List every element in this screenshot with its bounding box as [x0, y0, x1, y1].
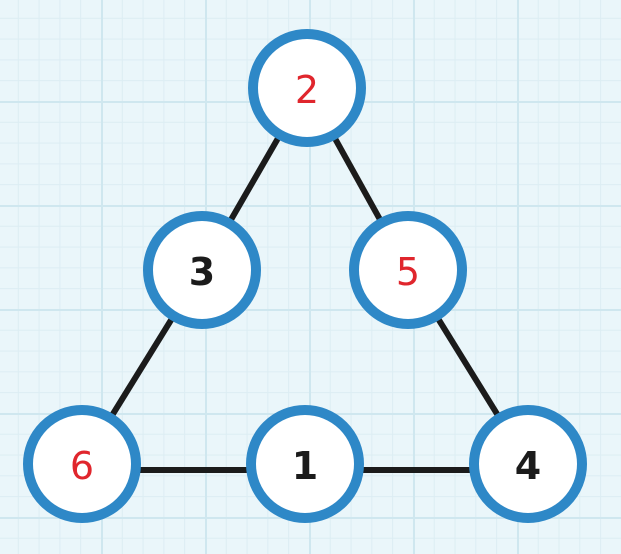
node-bottom-right-label: 4 [515, 444, 541, 488]
node-left-middle-label: 3 [189, 250, 215, 294]
node-top: 2 [248, 29, 366, 147]
node-top-label: 2 [295, 68, 319, 112]
node-bottom-middle: 1 [246, 405, 364, 523]
node-right-middle-label: 5 [396, 250, 420, 294]
node-layer: 2 3 5 6 1 4 [23, 29, 587, 523]
node-bottom-left: 6 [23, 405, 141, 523]
node-right-middle: 5 [349, 211, 467, 329]
node-bottom-left-label: 6 [70, 444, 94, 488]
node-bottom-middle-label: 1 [292, 444, 318, 488]
node-left-middle: 3 [143, 211, 261, 329]
node-bottom-right: 4 [469, 405, 587, 523]
